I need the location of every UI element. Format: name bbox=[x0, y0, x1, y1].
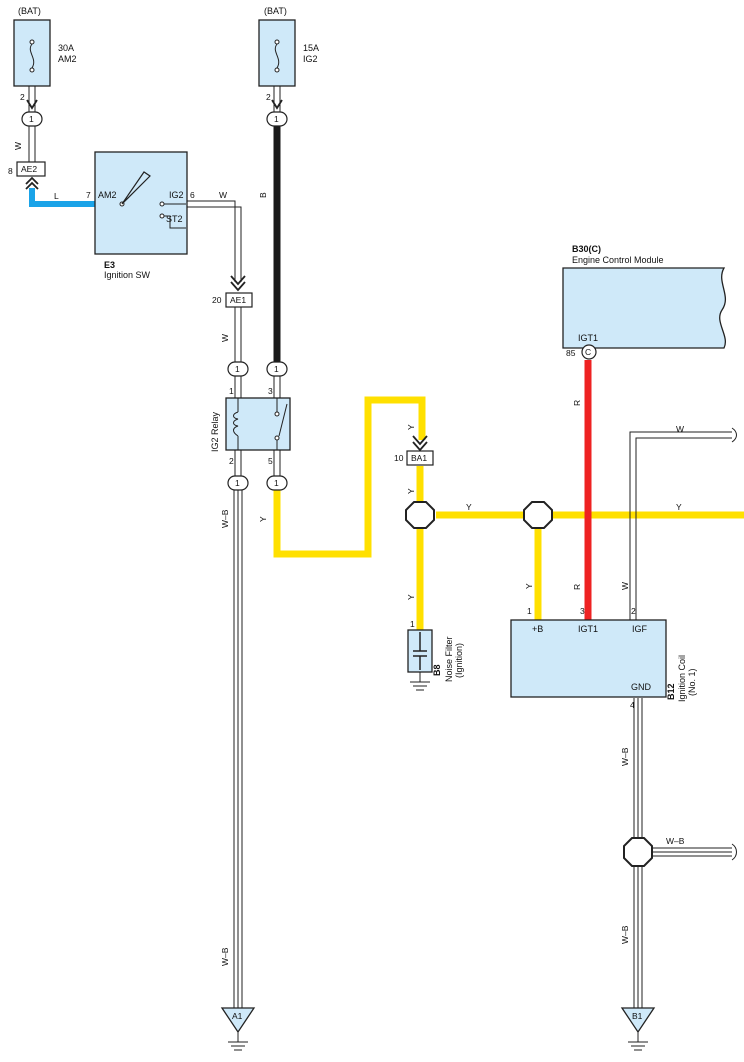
inline-connector-relay-bottom-left: 1 bbox=[227, 475, 249, 491]
wire-label-y-coil: Y bbox=[524, 583, 534, 589]
ignition-coil-name-2: (No. 1) bbox=[687, 668, 697, 696]
noise-filter-code: B8 bbox=[432, 664, 442, 676]
wires: W L W W B W–B W–B Y Y Y bbox=[13, 86, 744, 1008]
wire-label-wb-5: W–B bbox=[666, 836, 685, 846]
wire-label-w-igf: W bbox=[676, 424, 684, 434]
ground-a1: A1 bbox=[220, 1007, 256, 1051]
wire-label-w-ae1: W bbox=[220, 334, 230, 342]
svg-text:IG2: IG2 bbox=[169, 190, 184, 200]
ignition-switch-name: Ignition SW bbox=[104, 270, 151, 280]
ignition-coil: 1 3 2 +B IGT1 IGF GND 4 B12 Ignition Coi… bbox=[510, 606, 697, 710]
inline-connector-ig2fuse: 1 bbox=[266, 111, 288, 127]
ig2-relay: 1 3 2 5 IG2 Relay bbox=[210, 386, 291, 466]
svg-text:AE1: AE1 bbox=[230, 295, 246, 305]
ignition-switch-code: E3 bbox=[104, 260, 115, 270]
connector-ba1: 10 BA1 bbox=[394, 435, 434, 466]
svg-text:20: 20 bbox=[212, 295, 222, 305]
wire-label-r-1: R bbox=[572, 400, 582, 406]
fuse-am2-source: (BAT) bbox=[18, 6, 41, 16]
noise-filter: 1 B8 Noise Filter (Ignition) bbox=[407, 619, 464, 691]
svg-text:4: 4 bbox=[630, 700, 635, 710]
svg-text:1: 1 bbox=[274, 364, 279, 374]
ecm-code: B30(C) bbox=[572, 244, 601, 254]
wire-label-y-ba1-bottom: Y bbox=[406, 488, 416, 494]
wire-label-y-relay: Y bbox=[258, 516, 268, 522]
ground-b1: B1 bbox=[620, 1007, 656, 1051]
fuse-am2-name: AM2 bbox=[58, 54, 77, 64]
fuse-am2-pin: 2 bbox=[20, 92, 25, 102]
wire-label-b: B bbox=[258, 192, 268, 198]
wire-label-wb-3: W–B bbox=[620, 747, 630, 766]
svg-text:AE2: AE2 bbox=[21, 164, 37, 174]
svg-text:GND: GND bbox=[631, 682, 652, 692]
inline-connector-ae1-below: 1 bbox=[227, 361, 249, 377]
svg-text:1: 1 bbox=[229, 386, 234, 396]
fuse-ig2: (BAT) 15A IG2 2 bbox=[258, 6, 319, 102]
wire-label-wb-1: W–B bbox=[220, 509, 230, 528]
wire-label-w-ig2: W bbox=[219, 190, 227, 200]
wire-label-l: L bbox=[54, 191, 59, 201]
svg-text:IGF: IGF bbox=[632, 624, 648, 634]
svg-text:ST2: ST2 bbox=[166, 214, 183, 224]
inline-connector-relay-top: 1 bbox=[266, 361, 288, 377]
svg-text:8: 8 bbox=[8, 166, 13, 176]
svg-text:1: 1 bbox=[235, 364, 240, 374]
svg-text:1: 1 bbox=[235, 478, 240, 488]
svg-text:7: 7 bbox=[86, 190, 91, 200]
splice-2 bbox=[523, 501, 553, 529]
svg-text:2: 2 bbox=[631, 606, 636, 616]
wire-label-r-2: R bbox=[572, 584, 582, 590]
noise-filter-name-2: (Ignition) bbox=[454, 643, 464, 678]
fuse-ig2-name: IG2 bbox=[303, 54, 318, 64]
connector-ae1: 20 AE1 bbox=[212, 275, 253, 308]
svg-text:A1: A1 bbox=[232, 1011, 243, 1021]
svg-text:85: 85 bbox=[566, 348, 576, 358]
engine-control-module: B30(C) Engine Control Module IGT1 85 C bbox=[562, 244, 727, 360]
wire-label-w-am2: W bbox=[13, 142, 23, 150]
wire-label-y-ba1-top: Y bbox=[406, 424, 416, 430]
svg-text:1: 1 bbox=[274, 478, 279, 488]
svg-text:1: 1 bbox=[274, 114, 279, 124]
svg-text:5: 5 bbox=[268, 456, 273, 466]
svg-text:6: 6 bbox=[190, 190, 195, 200]
wire-label-wb-2: W–B bbox=[220, 947, 230, 966]
fuse-am2-amp: 30A bbox=[58, 43, 74, 53]
inline-connector-am2: 1 bbox=[21, 111, 43, 127]
wire-label-y-h2: Y bbox=[676, 502, 682, 512]
svg-text:3: 3 bbox=[268, 386, 273, 396]
ignition-coil-name-1: Ignition Coil bbox=[677, 655, 687, 702]
fuse-ig2-pin: 2 bbox=[266, 92, 271, 102]
svg-text:B1: B1 bbox=[632, 1011, 643, 1021]
ignition-coil-code: B12 bbox=[666, 683, 676, 700]
svg-text:10: 10 bbox=[394, 453, 404, 463]
svg-text:1: 1 bbox=[410, 619, 415, 629]
connector-ae2: 8 AE2 bbox=[8, 161, 46, 190]
splice-3 bbox=[623, 837, 653, 867]
svg-text:1: 1 bbox=[527, 606, 532, 616]
ig2-relay-name: IG2 Relay bbox=[210, 411, 220, 452]
svg-text:IGT1: IGT1 bbox=[578, 624, 598, 634]
svg-text:3: 3 bbox=[580, 606, 585, 616]
splice-1 bbox=[405, 501, 435, 529]
wire-label-y-h1: Y bbox=[466, 502, 472, 512]
svg-text:+B: +B bbox=[532, 624, 543, 634]
inline-connector-relay-bottom-right: 1 bbox=[266, 475, 288, 491]
fuse-am2: (BAT) 30A AM2 2 bbox=[13, 6, 77, 102]
wire-label-wb-4: W–B bbox=[620, 925, 630, 944]
wire-label-y-nf: Y bbox=[406, 594, 416, 600]
svg-text:AM2: AM2 bbox=[98, 190, 117, 200]
svg-text:2: 2 bbox=[229, 456, 234, 466]
ignition-switch: 7 AM2 IG2 6 ST2 E3 Ignition SW bbox=[86, 151, 195, 280]
noise-filter-name-1: Noise Filter bbox=[444, 636, 454, 682]
svg-text:C: C bbox=[585, 347, 591, 357]
ecm-name: Engine Control Module bbox=[572, 255, 664, 265]
wire-label-w-igf-v: W bbox=[620, 582, 630, 590]
fuse-ig2-amp: 15A bbox=[303, 43, 319, 53]
svg-text:1: 1 bbox=[29, 114, 34, 124]
fuse-ig2-source: (BAT) bbox=[264, 6, 287, 16]
svg-text:IGT1: IGT1 bbox=[578, 333, 598, 343]
svg-text:BA1: BA1 bbox=[411, 453, 427, 463]
